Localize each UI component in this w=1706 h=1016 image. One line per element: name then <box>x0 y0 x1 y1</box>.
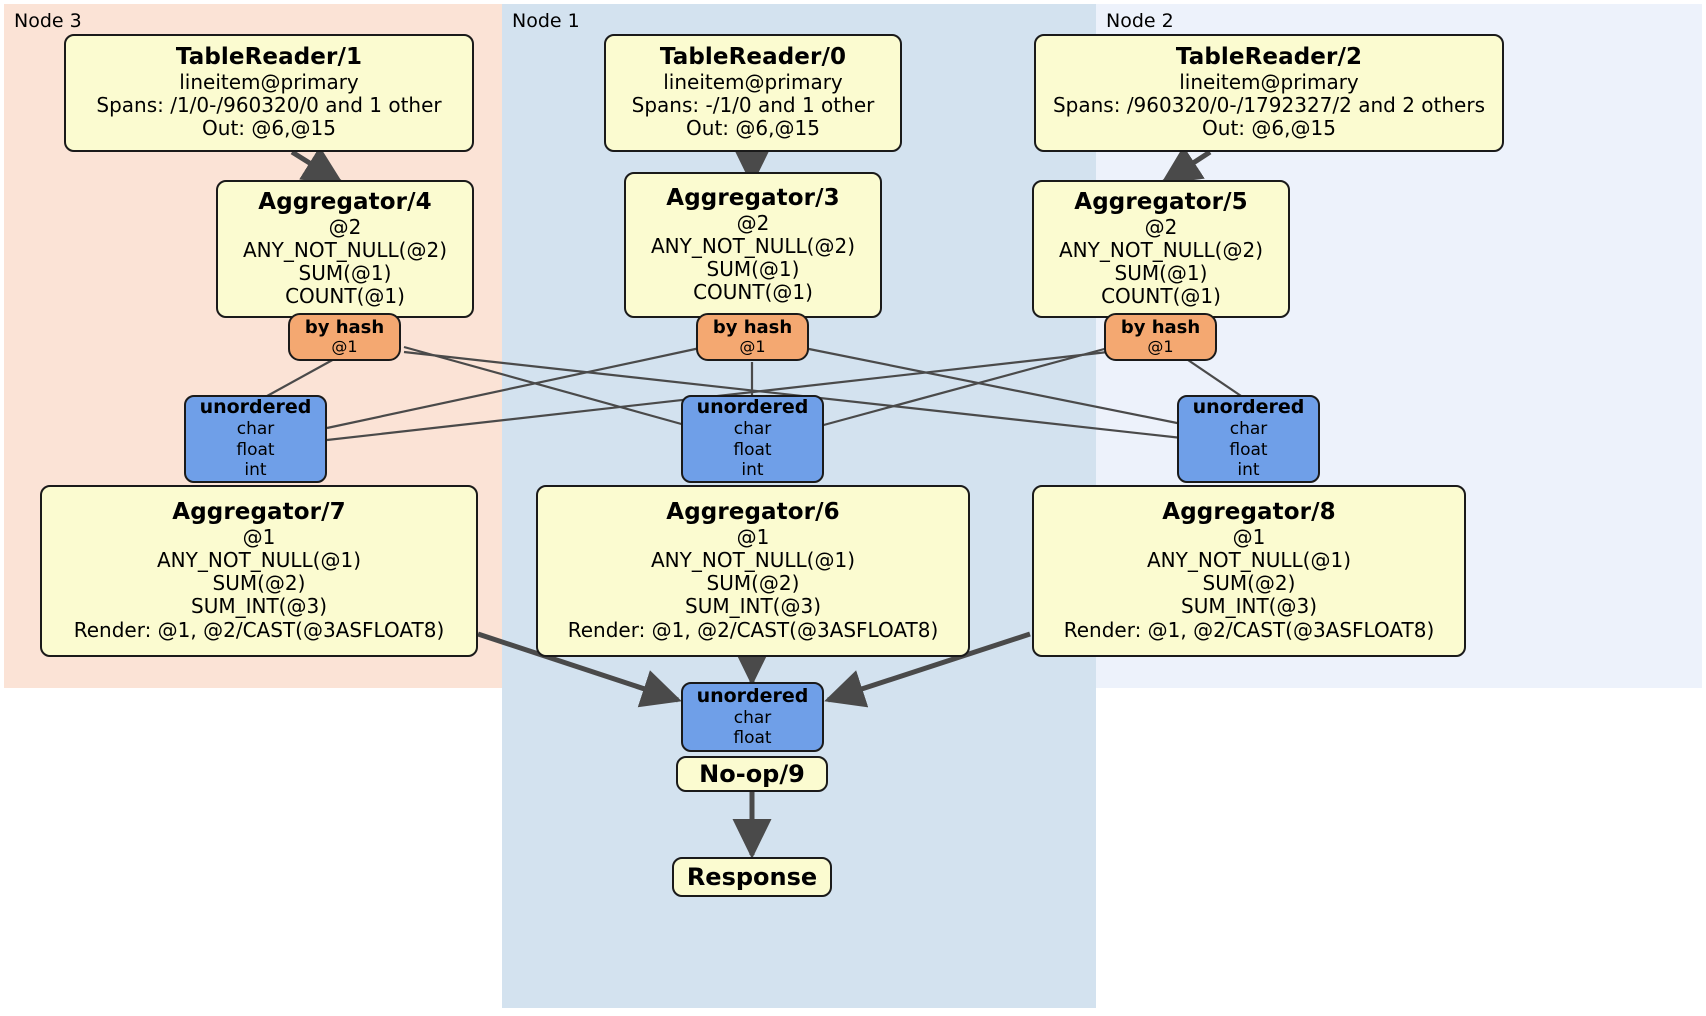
node-detail-line: @1 <box>1232 524 1266 549</box>
node-detail-line: Out: @6,@15 <box>202 116 336 141</box>
stream-type: int <box>741 460 764 481</box>
stream-type: char <box>733 419 772 440</box>
node-detail-line: @1 <box>242 524 276 549</box>
node-detail-line: Spans: /960320/0-/1792327/2 and 2 others <box>1052 93 1485 118</box>
node-detail-line: SUM_INT(@3) <box>191 594 327 619</box>
stream-title: unordered <box>199 396 312 419</box>
node-detail-line: @2 <box>1144 214 1178 239</box>
node-title: Response <box>686 863 818 891</box>
router-title: by hash <box>712 317 793 339</box>
stream-unordered-right[interactable]: unordered char float int <box>1177 395 1320 483</box>
node-detail-line: COUNT(@1) <box>285 284 405 309</box>
stream-title: unordered <box>1192 396 1305 419</box>
node-detail-line: Spans: -/1/0 and 1 other <box>631 93 875 118</box>
router-detail-line: @1 <box>739 337 766 357</box>
node-detail-line: ANY_NOT_NULL(@1) <box>157 548 361 573</box>
stream-title: unordered <box>696 684 809 707</box>
router-by-hash-left[interactable]: by hash @1 <box>288 313 401 361</box>
node-table-reader-1[interactable]: TableReader/1 lineitem@primary Spans: /1… <box>64 34 474 152</box>
node-detail-line: Render: @1, @2/CAST(@3ASFLOAT8) <box>73 617 445 642</box>
node-aggregator-7[interactable]: Aggregator/7 @1 ANY_NOT_NULL(@1) SUM(@2)… <box>40 485 478 657</box>
node-detail-line: Out: @6,@15 <box>686 116 820 141</box>
router-detail-line: @1 <box>331 337 358 357</box>
node-detail-line: COUNT(@1) <box>693 280 813 305</box>
node-detail-line: SUM_INT(@3) <box>685 594 821 619</box>
node-aggregator-6[interactable]: Aggregator/6 @1 ANY_NOT_NULL(@1) SUM(@2)… <box>536 485 970 657</box>
node-title: Aggregator/4 <box>258 188 432 215</box>
node-no-op-9[interactable]: No-op/9 <box>676 756 828 792</box>
node-aggregator-3[interactable]: Aggregator/3 @2 ANY_NOT_NULL(@2) SUM(@1)… <box>624 172 882 318</box>
node-detail-line: lineitem@primary <box>1179 70 1359 95</box>
node-table-reader-2[interactable]: TableReader/2 lineitem@primary Spans: /9… <box>1034 34 1504 152</box>
stream-unordered-final[interactable]: unordered char float <box>681 682 824 752</box>
node-detail-line: ANY_NOT_NULL(@2) <box>243 237 447 262</box>
node-detail-line: @2 <box>736 210 770 235</box>
node-detail-line: lineitem@primary <box>663 70 843 95</box>
node-detail-line: Render: @1, @2/CAST(@3ASFLOAT8) <box>567 617 939 642</box>
node-detail-line: Render: @1, @2/CAST(@3ASFLOAT8) <box>1063 617 1435 642</box>
node-detail-line: @2 <box>328 214 362 239</box>
stream-type: float <box>733 439 772 460</box>
node-title: Aggregator/7 <box>172 499 346 526</box>
node-title: TableReader/1 <box>175 44 363 71</box>
stream-type: int <box>1237 460 1260 481</box>
router-title: by hash <box>304 317 385 339</box>
node-title: No-op/9 <box>699 760 805 788</box>
panel-node-2-label: Node 2 <box>1106 10 1174 32</box>
router-by-hash-center[interactable]: by hash @1 <box>696 313 809 361</box>
node-table-reader-0[interactable]: TableReader/0 lineitem@primary Spans: -/… <box>604 34 902 152</box>
node-title: TableReader/0 <box>659 44 847 71</box>
panel-node-3-label: Node 3 <box>14 10 82 32</box>
node-title: Aggregator/5 <box>1074 188 1248 215</box>
node-detail-line: ANY_NOT_NULL(@1) <box>651 548 855 573</box>
router-by-hash-right[interactable]: by hash @1 <box>1104 313 1217 361</box>
stream-unordered-center[interactable]: unordered char float int <box>681 395 824 483</box>
node-detail-line: Spans: /1/0-/960320/0 and 1 other <box>96 93 442 118</box>
node-detail-line: lineitem@primary <box>179 70 359 95</box>
node-detail-line: SUM(@2) <box>212 571 306 596</box>
node-aggregator-8[interactable]: Aggregator/8 @1 ANY_NOT_NULL(@1) SUM(@2)… <box>1032 485 1466 657</box>
node-title: Aggregator/6 <box>666 499 840 526</box>
node-detail-line: SUM_INT(@3) <box>1181 594 1317 619</box>
node-title: TableReader/2 <box>1175 44 1363 71</box>
panel-node-1-label: Node 1 <box>512 10 580 32</box>
node-detail-line: SUM(@1) <box>298 260 392 285</box>
node-detail-line: ANY_NOT_NULL(@2) <box>651 233 855 258</box>
node-response[interactable]: Response <box>672 857 832 897</box>
node-detail-line: Out: @6,@15 <box>1202 116 1336 141</box>
node-detail-line: ANY_NOT_NULL(@2) <box>1059 237 1263 262</box>
stream-unordered-left[interactable]: unordered char float int <box>184 395 327 483</box>
node-detail-line: SUM(@1) <box>1114 260 1208 285</box>
node-detail-line: COUNT(@1) <box>1101 284 1221 309</box>
router-title: by hash <box>1120 317 1201 339</box>
stream-type: float <box>236 439 275 460</box>
node-detail-line: ANY_NOT_NULL(@1) <box>1147 548 1351 573</box>
node-aggregator-5[interactable]: Aggregator/5 @2 ANY_NOT_NULL(@2) SUM(@1)… <box>1032 180 1290 318</box>
stream-type: char <box>236 419 275 440</box>
node-title: Aggregator/8 <box>1162 499 1336 526</box>
stream-type: int <box>244 460 267 481</box>
router-detail-line: @1 <box>1147 337 1174 357</box>
node-detail-line: SUM(@2) <box>1202 571 1296 596</box>
node-title: Aggregator/3 <box>666 184 840 211</box>
stream-type: float <box>1229 439 1268 460</box>
node-detail-line: @1 <box>736 524 770 549</box>
stream-title: unordered <box>696 396 809 419</box>
stream-type: char <box>1229 419 1268 440</box>
stream-type: float <box>733 727 772 748</box>
node-detail-line: SUM(@2) <box>706 571 800 596</box>
node-detail-line: SUM(@1) <box>706 256 800 281</box>
stream-type: char <box>733 707 772 728</box>
node-aggregator-4[interactable]: Aggregator/4 @2 ANY_NOT_NULL(@2) SUM(@1)… <box>216 180 474 318</box>
